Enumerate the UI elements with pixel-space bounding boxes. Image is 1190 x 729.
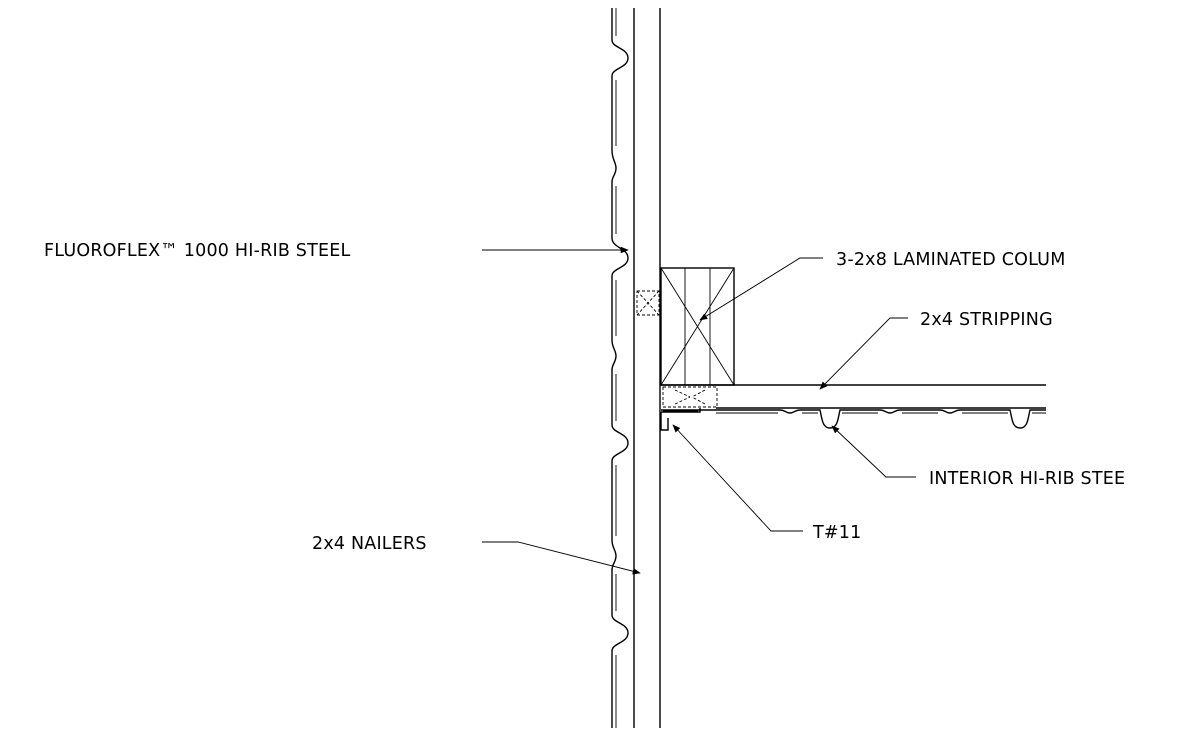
t11-callout-label: T#11 <box>812 523 861 543</box>
interior-steel-leader <box>831 425 916 478</box>
column-leader <box>699 257 823 321</box>
column-callout-label: 3-2x8 LAMINATED COLUM <box>836 250 1066 270</box>
exterior-hi-rib-steel-profile <box>611 8 629 728</box>
interior-steel-callout-label: INTERIOR HI-RIB STEE <box>929 469 1125 489</box>
column-cross-2 <box>660 267 735 386</box>
stripping-block-cross-4 <box>691 396 706 405</box>
nailers-callout-label: 2x4 NAILERS <box>312 534 427 554</box>
t11-leader <box>672 424 803 532</box>
stripping-block-cross-3 <box>691 389 706 398</box>
stripping-block-cross-1 <box>674 389 691 398</box>
stripping-callout-label: 2x4 STRIPPING <box>920 310 1053 330</box>
nailer-blocking <box>636 290 660 316</box>
stripping-block-cross-2 <box>674 396 691 405</box>
fluoroflex-callout-label: FLUOROFLEX™ 1000 HI-RIB STEEL <box>44 241 351 261</box>
interior-hi-rib-steel-profile <box>661 409 1046 429</box>
nailer-blocking-cross-2 <box>636 290 660 316</box>
stripping-block <box>662 386 718 408</box>
stripping-leader <box>819 317 908 390</box>
nailers-leader <box>482 541 641 575</box>
